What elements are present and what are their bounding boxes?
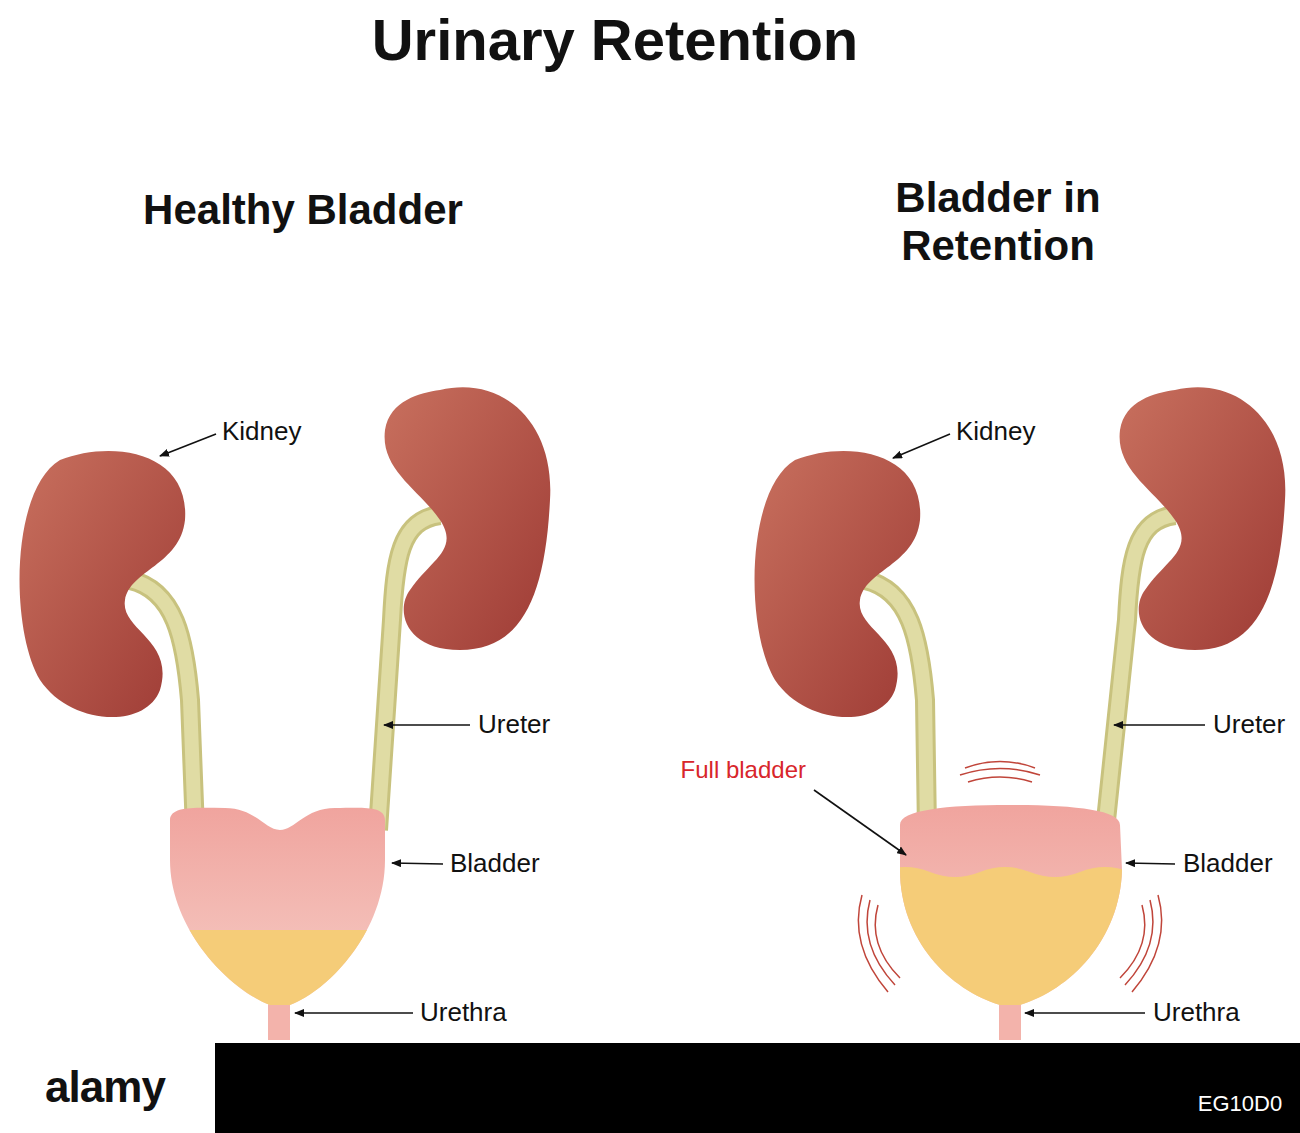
part-label: Kidney — [222, 417, 302, 447]
part-label: Bladder — [1183, 849, 1273, 879]
pressure-marks — [858, 762, 1161, 993]
urine — [900, 805, 1122, 1005]
panel-heading: Bladder in Retention — [848, 174, 1148, 271]
logo-panel — [0, 1043, 215, 1133]
kidney — [1120, 387, 1286, 650]
healthy-system — [20, 387, 551, 1040]
leader-lines — [160, 434, 1205, 1013]
watermark-logo: alamy — [45, 1062, 165, 1113]
part-label: Urethra — [420, 998, 507, 1028]
part-label: Ureter — [1213, 710, 1285, 740]
callout-label: Full bladder — [681, 756, 806, 784]
kidney — [20, 451, 186, 717]
watermark-code: EG10D0 — [1198, 1091, 1282, 1116]
part-label: Ureter — [478, 710, 550, 740]
part-label: Urethra — [1153, 998, 1240, 1028]
ureter — [378, 515, 440, 830]
panel-heading: Healthy Bladder — [143, 186, 463, 234]
kidney — [385, 387, 551, 650]
bladder — [900, 805, 1122, 1005]
bladder — [170, 808, 385, 1005]
kidney — [755, 451, 921, 717]
part-label: Bladder — [450, 849, 540, 879]
urine — [170, 930, 385, 1005]
diagram-title: Urinary Retention — [372, 7, 859, 74]
part-label: Kidney — [956, 417, 1036, 447]
watermark-bar — [0, 1043, 1300, 1133]
retention-system — [755, 387, 1286, 1040]
